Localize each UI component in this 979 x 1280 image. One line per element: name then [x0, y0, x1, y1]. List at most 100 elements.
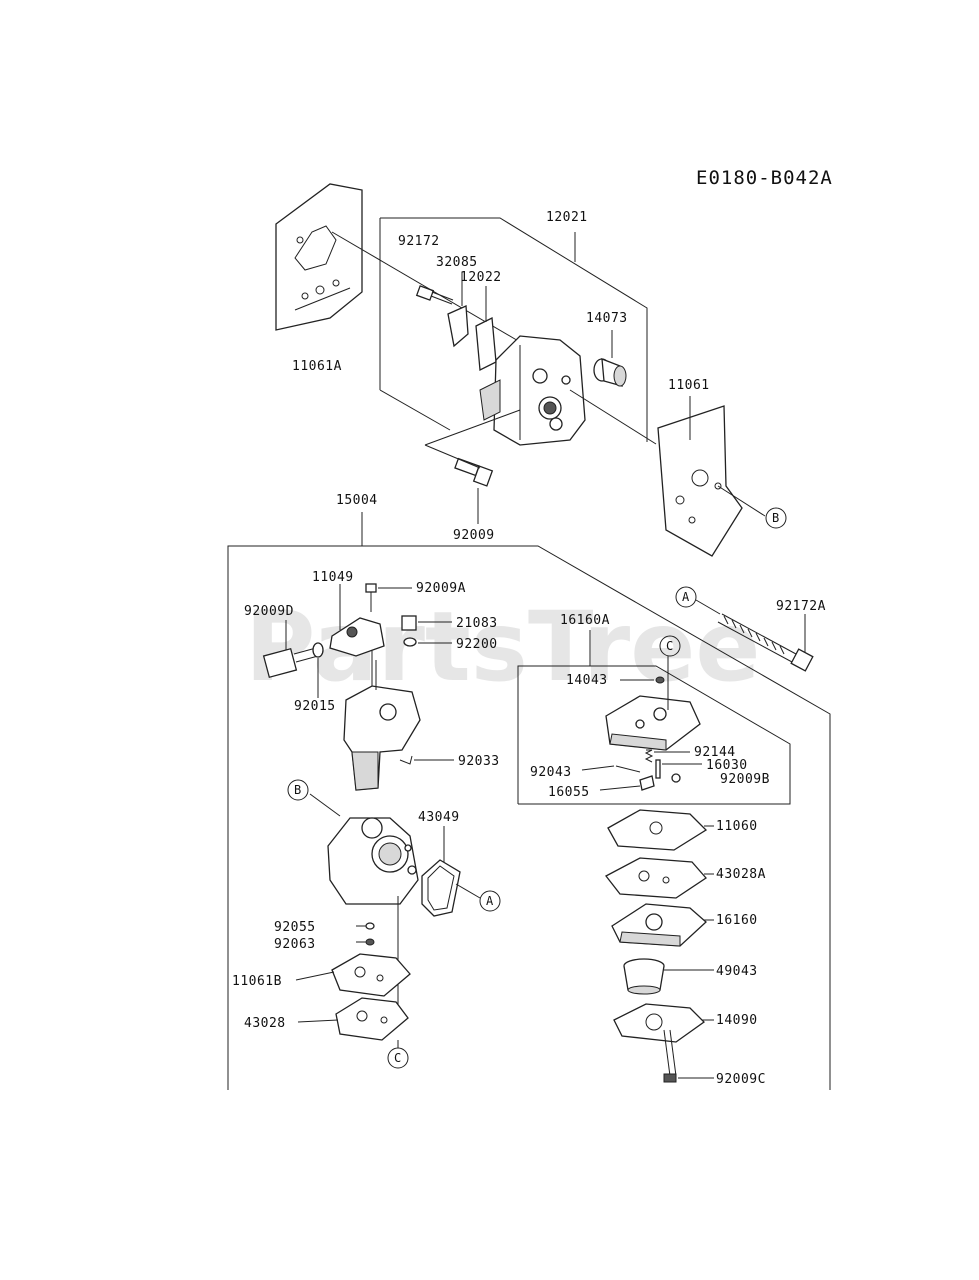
bolt-92172A[interactable] — [717, 613, 814, 672]
label-92009A[interactable]: 92009A — [416, 581, 466, 596]
gasket-43049-inner — [427, 865, 455, 911]
label-14090[interactable]: 14090 — [716, 1013, 758, 1028]
leader-92043 — [581, 765, 615, 771]
label-14043[interactable]: 14043 — [566, 673, 608, 688]
washer-92063[interactable] — [365, 938, 375, 946]
label-49043[interactable]: 49043 — [716, 964, 758, 979]
gasket-11060[interactable] — [607, 809, 708, 851]
gasket-11061A[interactable] — [275, 183, 363, 331]
label-43028[interactable]: 43028 — [244, 1016, 286, 1031]
screw-92009B[interactable] — [671, 773, 681, 783]
label-92055[interactable]: 92055 — [274, 920, 316, 935]
diaphragm-43028A[interactable] — [605, 857, 707, 899]
gasket-11061[interactable] — [657, 405, 743, 557]
label-92009C[interactable]: 92009C — [716, 1072, 766, 1087]
label-92015[interactable]: 92015 — [294, 699, 336, 714]
callout-C-lower[interactable]: C — [387, 1047, 409, 1069]
label-43028A[interactable]: 43028A — [716, 867, 766, 882]
label-16055[interactable]: 16055 — [548, 785, 590, 800]
label-11061A[interactable]: 11061A — [292, 359, 342, 374]
pump-cover[interactable] — [605, 695, 701, 751]
label-43049[interactable]: 43049 — [418, 810, 460, 825]
diaphragm-43028A-hole — [638, 870, 650, 882]
cover-16160[interactable] — [611, 903, 707, 947]
label-92144[interactable]: 92144 — [694, 745, 736, 760]
bolt-92172[interactable] — [415, 285, 454, 305]
oring-92200[interactable] — [403, 637, 417, 647]
screw-92009D[interactable] — [262, 647, 319, 679]
label-92009D[interactable]: 92009D — [244, 604, 294, 619]
nut-92015[interactable] — [312, 642, 324, 658]
screw-92009C[interactable] — [663, 1029, 677, 1083]
gasket-43028[interactable] — [335, 997, 409, 1041]
main-body[interactable] — [327, 817, 419, 905]
label-92172[interactable]: 92172 — [398, 234, 440, 249]
axis-line-bolt — [424, 409, 521, 446]
label-92043[interactable]: 92043 — [530, 765, 572, 780]
label-92172A[interactable]: 92172A — [776, 599, 826, 614]
frame-12021 — [380, 217, 648, 442]
svg-text:A: A — [682, 590, 690, 604]
label-12021[interactable]: 12021 — [546, 210, 588, 225]
label-92009B[interactable]: 92009B — [720, 772, 770, 787]
leader-11061B — [295, 971, 335, 981]
gasket-43028-hole — [356, 1010, 368, 1022]
label-92200[interactable]: 92200 — [456, 637, 498, 652]
label-92063[interactable]: 92063 — [274, 937, 316, 952]
plate-32085[interactable] — [447, 305, 469, 348]
callout-B-upper[interactable]: B — [765, 507, 787, 529]
label-92009[interactable]: 92009 — [453, 528, 495, 543]
svg-text:B: B — [294, 783, 301, 797]
cover-14090[interactable] — [613, 1003, 706, 1043]
label-11060[interactable]: 11060 — [716, 819, 758, 834]
frame-15004 — [227, 545, 831, 1090]
bolt-92009[interactable] — [454, 457, 494, 487]
gasket-11061A-cutout — [294, 225, 337, 271]
label-11049[interactable]: 11049 — [312, 570, 354, 585]
pin-16030[interactable] — [655, 759, 661, 779]
plug-14043[interactable] — [655, 676, 665, 684]
label-32085[interactable]: 32085 — [436, 255, 478, 270]
cap-21083[interactable] — [401, 615, 417, 631]
gasket-11061B[interactable] — [331, 953, 411, 997]
intake-body-12021[interactable] — [479, 335, 586, 446]
clip-92033[interactable] — [399, 755, 413, 765]
label-15004[interactable]: 15004 — [336, 493, 378, 508]
pin-92043[interactable] — [615, 765, 641, 773]
label-16160[interactable]: 16160 — [716, 913, 758, 928]
screw-92009A[interactable] — [365, 583, 377, 612]
axis-line-right — [569, 389, 657, 445]
diaphragm-43028A-hole — [662, 876, 670, 884]
bracket-11049-hole — [346, 626, 358, 638]
leader-callout-B-top — [717, 485, 766, 517]
plate-12022[interactable] — [475, 316, 497, 372]
label-92033[interactable]: 92033 — [458, 754, 500, 769]
label-12022[interactable]: 12022 — [460, 270, 502, 285]
gasket-11061A-hole — [296, 236, 304, 244]
label-16030[interactable]: 16030 — [706, 758, 748, 773]
carburetor-body[interactable] — [343, 650, 421, 791]
leader-callout-B-lower — [309, 793, 341, 817]
bracket-11049[interactable] — [329, 617, 385, 657]
cup-49043[interactable] — [623, 958, 665, 995]
label-14073[interactable]: 14073 — [586, 311, 628, 326]
callout-C-upper[interactable]: C — [659, 635, 681, 657]
label-21083[interactable]: 21083 — [456, 616, 498, 631]
svg-text:A: A — [486, 894, 494, 908]
callout-A-lower[interactable]: A — [479, 890, 501, 912]
label-11061B[interactable]: 11061B — [232, 974, 282, 989]
washer-92055[interactable] — [365, 922, 375, 930]
cap-14073[interactable] — [593, 358, 627, 387]
gasket-11061A-hole — [301, 292, 309, 300]
diagram-code: E0180-B042A — [696, 167, 833, 189]
lever-16055[interactable] — [639, 775, 655, 791]
label-16160A[interactable]: 16160A — [560, 613, 610, 628]
label-11061[interactable]: 11061 — [668, 378, 710, 393]
callout-A-upper[interactable]: A — [675, 586, 697, 608]
spring-92144[interactable] — [644, 749, 654, 763]
gasket-11061A-hole — [332, 279, 340, 287]
callout-B-lower[interactable]: B — [287, 779, 309, 801]
gasket-11061B-hole — [354, 966, 366, 978]
leader-43028 — [297, 1019, 339, 1023]
